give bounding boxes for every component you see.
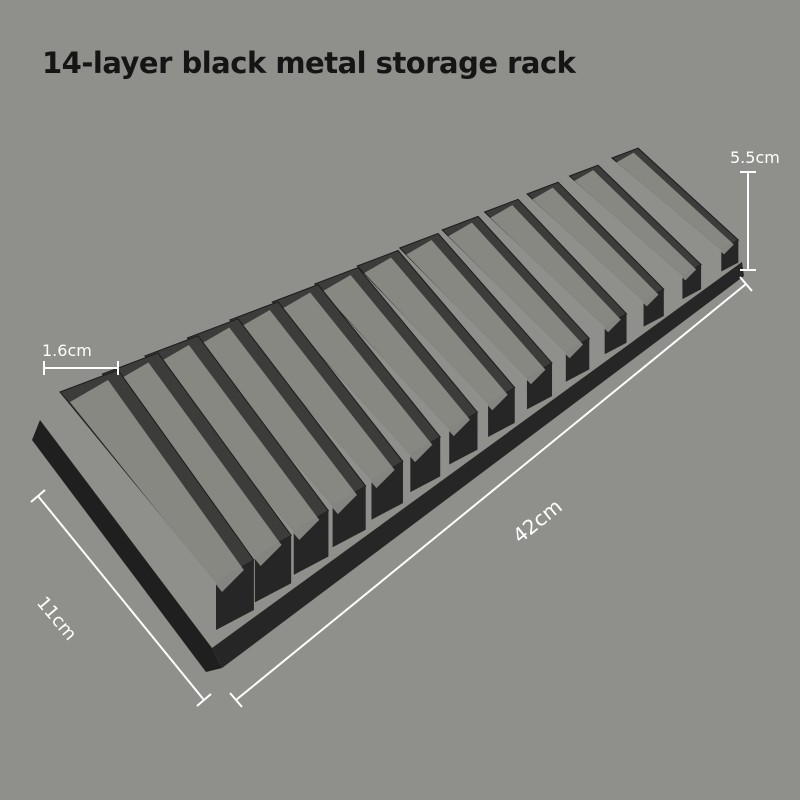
length-label: 42cm	[508, 494, 567, 548]
rack-slot-opening	[406, 240, 546, 385]
rack-slot-opening	[280, 292, 433, 463]
rack-slot-opening	[70, 380, 244, 592]
rack-slot-opening	[448, 222, 584, 359]
rack-base-left-edge	[32, 420, 222, 672]
gap-label: 1.6cm	[42, 341, 92, 360]
rack-slot-opening	[112, 362, 282, 567]
rack-slot-opening	[616, 152, 734, 255]
metal-storage-rack	[32, 147, 744, 672]
rack-slot-opening	[238, 310, 395, 489]
rack-slot-opening	[490, 205, 621, 333]
width-label: 11cm	[32, 593, 80, 645]
rack-slot-opening	[574, 170, 697, 281]
product-title: 14-layer black metal storage rack	[42, 46, 576, 80]
rack-slot-opening	[364, 257, 508, 411]
rack-slot-opening	[532, 187, 659, 307]
rack-slot-opening	[154, 345, 320, 541]
height-dimension: 5.5cm	[730, 148, 780, 271]
rack-slot-opening	[322, 275, 471, 437]
rack-base-front-edge	[212, 262, 744, 668]
gap-dimension: 1.6cm	[42, 341, 119, 375]
rack-slot-opening	[196, 327, 357, 515]
height-label: 5.5cm	[730, 148, 780, 167]
